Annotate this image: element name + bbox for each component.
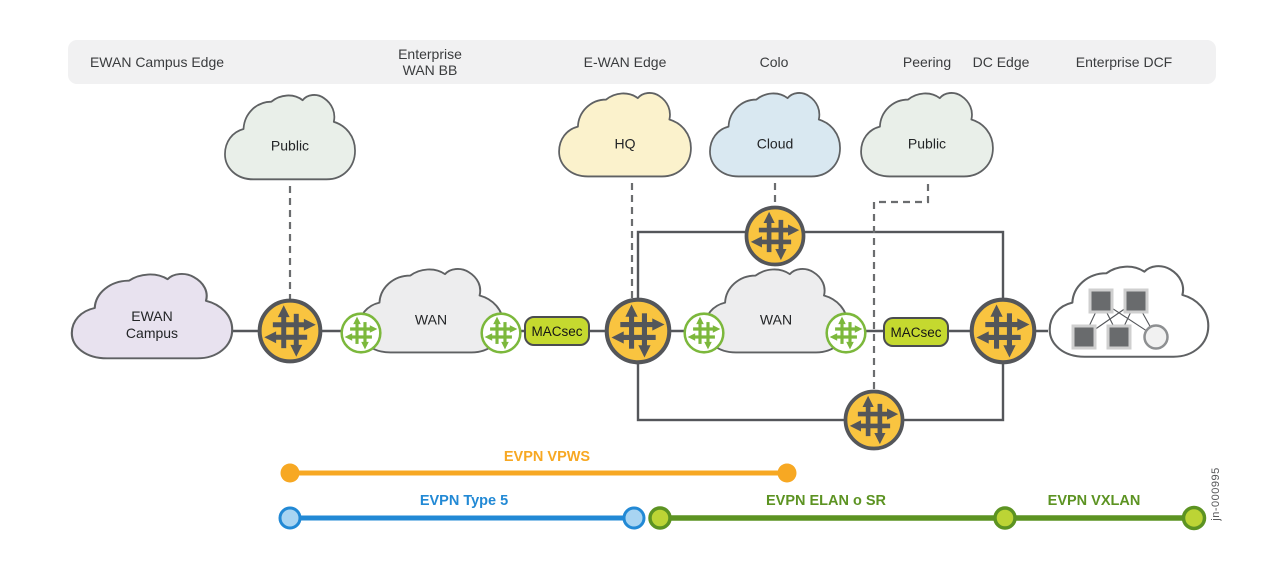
dc-fabric-icon: [1071, 288, 1169, 350]
wan-cloud-1-label: WAN: [414, 311, 448, 328]
macsec-badge-2: MACsec: [883, 317, 949, 347]
public-cloud-1: Public: [217, 93, 363, 188]
public-cloud-1-label: Public: [270, 137, 310, 154]
wan-cloud-1: WAN: [350, 267, 512, 361]
evpn-vxlan-label: EVPN VXLAN: [1047, 493, 1141, 509]
ewan-edge-router-icon: [604, 297, 672, 365]
macsec-badge-1: MACsec: [524, 316, 590, 346]
fabric-leaf-node: [1071, 324, 1097, 350]
fabric-leaf-node: [1106, 324, 1132, 350]
enterprise-dcf-cloud: [1040, 264, 1218, 366]
wan1-pe-router-icon-left: [340, 312, 382, 354]
dc-edge-router-icon: [969, 297, 1037, 365]
header-label-enterprise-wan-bb: Enterprise WAN BB: [398, 46, 462, 78]
dashed-peering-link: [872, 184, 930, 392]
figure-id-watermark: jn-000995: [1210, 467, 1222, 521]
public-cloud-2: Public: [853, 91, 1001, 185]
evpn-elan-endpoint-left: [648, 506, 672, 530]
public-cloud-2-label: Public: [907, 135, 947, 152]
header-label-peering: Peering: [902, 54, 952, 70]
colo-router-icon: [744, 205, 806, 267]
wan-cloud-2: WAN: [696, 267, 856, 361]
header-band: [68, 40, 1216, 84]
evpn-type5-endpoint-left: [278, 506, 302, 530]
evpn-elan-label: EVPN ELAN o SR: [765, 493, 887, 509]
label-line2: Campus: [125, 325, 179, 342]
header-label-enterprise-dcf: Enterprise DCF: [1075, 54, 1173, 70]
hq-cloud: HQ: [551, 91, 699, 185]
peering-router-icon: [843, 389, 905, 451]
fabric-spine-node: [1123, 288, 1149, 314]
cloud-cloud-label: Cloud: [756, 135, 794, 152]
evpn-vpws-label: EVPN VPWS: [503, 449, 591, 465]
ewan-campus-cloud-label: EWAN Campus: [126, 308, 178, 342]
evpn-vpws-endpoint-left: [280, 463, 300, 483]
evpn-type5-endpoint-right: [622, 506, 646, 530]
header-label-ewan-edge: E-WAN Edge: [583, 54, 667, 70]
label-line1: EWAN: [131, 308, 173, 325]
evpn-type5-label: EVPN Type 5: [419, 493, 509, 509]
header-label-ewan-campus-edge: EWAN Campus Edge: [89, 54, 225, 70]
campus-edge-router-icon: [257, 298, 323, 364]
header-label-dc-edge: DC Edge: [972, 54, 1030, 70]
ewan-campus-cloud: EWAN Campus: [62, 272, 242, 367]
header-label-colo: Colo: [759, 54, 789, 70]
wan2-pe-router-icon-left: [683, 312, 725, 354]
evpn-vpws-endpoint-right: [777, 463, 797, 483]
wan1-pe-router-icon-right: [480, 312, 522, 354]
wan2-pe-router-icon-right: [825, 312, 867, 354]
fabric-server-node: [1143, 324, 1169, 350]
cloud-cloud: Cloud: [702, 91, 848, 185]
header-label-line1: Enterprise: [398, 46, 462, 62]
hq-cloud-label: HQ: [614, 135, 636, 152]
evpn-elan-endpoint-mid: [993, 506, 1017, 530]
wan-cloud-2-label: WAN: [759, 311, 793, 328]
evpn-vxlan-endpoint-right: [1181, 505, 1207, 531]
fabric-spine-node: [1088, 288, 1114, 314]
header-label-line2: WAN BB: [402, 62, 458, 78]
